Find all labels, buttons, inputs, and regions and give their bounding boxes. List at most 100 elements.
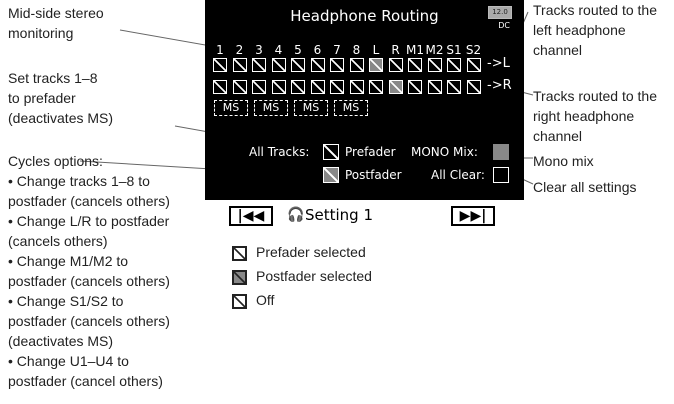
- routing-cell[interactable]: [213, 80, 227, 94]
- mono-mix-annotation: Mono mix: [533, 153, 594, 169]
- track-number-label: 3: [255, 43, 263, 57]
- all-tracks-label: All Tracks:: [249, 145, 310, 159]
- annotation-line: • Change S1/S2 to: [8, 293, 124, 309]
- prev-setting-button[interactable]: |◀◀: [229, 206, 273, 226]
- prefader-annotation: Set tracks 1–8 to prefader (deactivates …: [8, 68, 113, 128]
- routing-cell[interactable]: [232, 58, 247, 72]
- cycles-annotation: Cycles options: • Change tracks 1–8 to p…: [8, 151, 170, 391]
- track-number-label: 7: [333, 43, 341, 57]
- annotation-line: • Change M1/M2 to: [8, 253, 129, 269]
- all-clear-button[interactable]: [493, 167, 509, 183]
- right-arrow-label: ->R: [487, 78, 512, 93]
- annotation-line: Tracks routed to the: [533, 2, 657, 18]
- annotation-line: left headphone: [533, 22, 626, 38]
- annotation-line: Cycles options:: [8, 153, 103, 169]
- track-number-label: 8: [352, 43, 361, 57]
- annotation-line: postfader (cancels others): [8, 313, 170, 329]
- postfader-label: Postfader: [345, 168, 402, 182]
- prefader-label: Prefader: [345, 145, 396, 159]
- annotation-line: right headphone: [533, 108, 635, 124]
- routing-cell[interactable]: [330, 58, 344, 72]
- annotation-line: channel: [533, 128, 583, 144]
- routing-cell[interactable]: [252, 80, 266, 94]
- left-arrow-label: ->L: [487, 56, 510, 71]
- annotation-line: Mid-side stereo: [8, 5, 104, 21]
- postfader-legend-icon: [232, 270, 247, 285]
- annotation-line: to prefader: [8, 90, 76, 106]
- track-number-label: 2: [235, 43, 244, 57]
- right-channel-annotation: Tracks routed to the right headphone cha…: [533, 86, 657, 146]
- track-number-label: 6: [313, 43, 322, 57]
- routing-cell[interactable]: [369, 80, 383, 94]
- routing-cell[interactable]: [447, 58, 461, 72]
- routing-cell[interactable]: [427, 58, 442, 72]
- routing-cell[interactable]: [330, 80, 344, 94]
- routing-cell[interactable]: [291, 80, 305, 94]
- prefader-all-button[interactable]: [323, 144, 339, 160]
- track-number-label: S2: [465, 43, 482, 57]
- track-number-label: M1: [406, 43, 424, 57]
- routing-cell[interactable]: [349, 80, 364, 94]
- routing-cell[interactable]: [232, 80, 247, 94]
- routing-cell[interactable]: [310, 58, 325, 72]
- routing-cell[interactable]: [408, 80, 422, 94]
- headphone-icon: 🎧: [287, 207, 305, 223]
- battery-icon: 12.0: [488, 6, 512, 19]
- screen-title: Headphone Routing: [290, 7, 439, 25]
- annotation-line: • Change L/R to postfader: [8, 213, 170, 229]
- routing-cell[interactable]: [466, 80, 481, 94]
- annotation-line: channel: [533, 42, 583, 58]
- off-legend-icon: [232, 294, 247, 309]
- clear-all-annotation: Clear all settings: [533, 179, 637, 195]
- bottom-bar: |◀◀ 🎧 Setting 1 ▶▶|: [205, 200, 524, 233]
- prefader-legend-label: Prefader selected: [256, 244, 366, 260]
- annotation-line: (deactivates MS): [8, 110, 114, 126]
- mono-mix-label: MONO Mix:: [411, 145, 478, 159]
- track-number-label: 5: [294, 43, 302, 57]
- routing-cell[interactable]: [252, 58, 266, 72]
- left-channel-annotation: Tracks routed to the left headphone chan…: [533, 0, 657, 60]
- annotation-line: • Change U1–U4 to: [8, 353, 129, 369]
- track-number-label: 1: [216, 43, 224, 57]
- next-setting-button[interactable]: ▶▶|: [451, 206, 495, 226]
- ms-indicator: MS: [214, 100, 248, 116]
- routing-cell[interactable]: [447, 80, 461, 94]
- setting-label: Setting 1: [305, 206, 374, 224]
- routing-cell[interactable]: [271, 58, 286, 72]
- annotation-line: postfader (cancels others): [8, 273, 170, 289]
- mid-side-annotation: Mid-side stereo monitoring: [8, 3, 104, 43]
- routing-cell[interactable]: [349, 58, 364, 72]
- routing-cell[interactable]: [388, 58, 403, 72]
- annotation-line: Set tracks 1–8: [8, 70, 98, 86]
- track-number-label: 4: [274, 43, 283, 57]
- ms-indicator: MS: [334, 100, 368, 116]
- annotation-line: Tracks routed to the: [533, 88, 657, 104]
- track-number-label: L: [372, 43, 380, 57]
- routing-cell[interactable]: [310, 80, 325, 94]
- routing-cell[interactable]: [388, 80, 403, 94]
- track-number-label: M2: [425, 43, 444, 57]
- ms-indicator: MS: [254, 100, 288, 116]
- annotation-line: (cancels others): [8, 233, 108, 249]
- postfader-legend-label: Postfader selected: [256, 268, 372, 284]
- postfader-cycle-button[interactable]: [323, 167, 339, 183]
- routing-cell[interactable]: [466, 58, 481, 72]
- routing-cell[interactable]: [291, 58, 305, 72]
- annotation-line: • Change tracks 1–8 to: [8, 173, 150, 189]
- routing-cell[interactable]: [427, 80, 442, 94]
- annotation-line: postfader (cancels others): [8, 193, 170, 209]
- power-source: DC: [498, 21, 510, 30]
- routing-cell[interactable]: [369, 58, 383, 72]
- track-number-label: S1: [446, 43, 462, 57]
- track-number-label: R: [391, 43, 400, 57]
- annotation-line: (deactivates MS): [8, 333, 114, 349]
- routing-cell[interactable]: [408, 58, 422, 72]
- routing-cell[interactable]: [213, 58, 227, 72]
- routing-cell[interactable]: [271, 80, 286, 94]
- off-legend-label: Off: [256, 292, 275, 308]
- annotation-line: postfader (cancel others): [8, 373, 163, 389]
- prefader-legend-icon: [232, 246, 247, 261]
- mono-mix-toggle[interactable]: [493, 144, 509, 160]
- all-clear-label: All Clear:: [431, 168, 485, 182]
